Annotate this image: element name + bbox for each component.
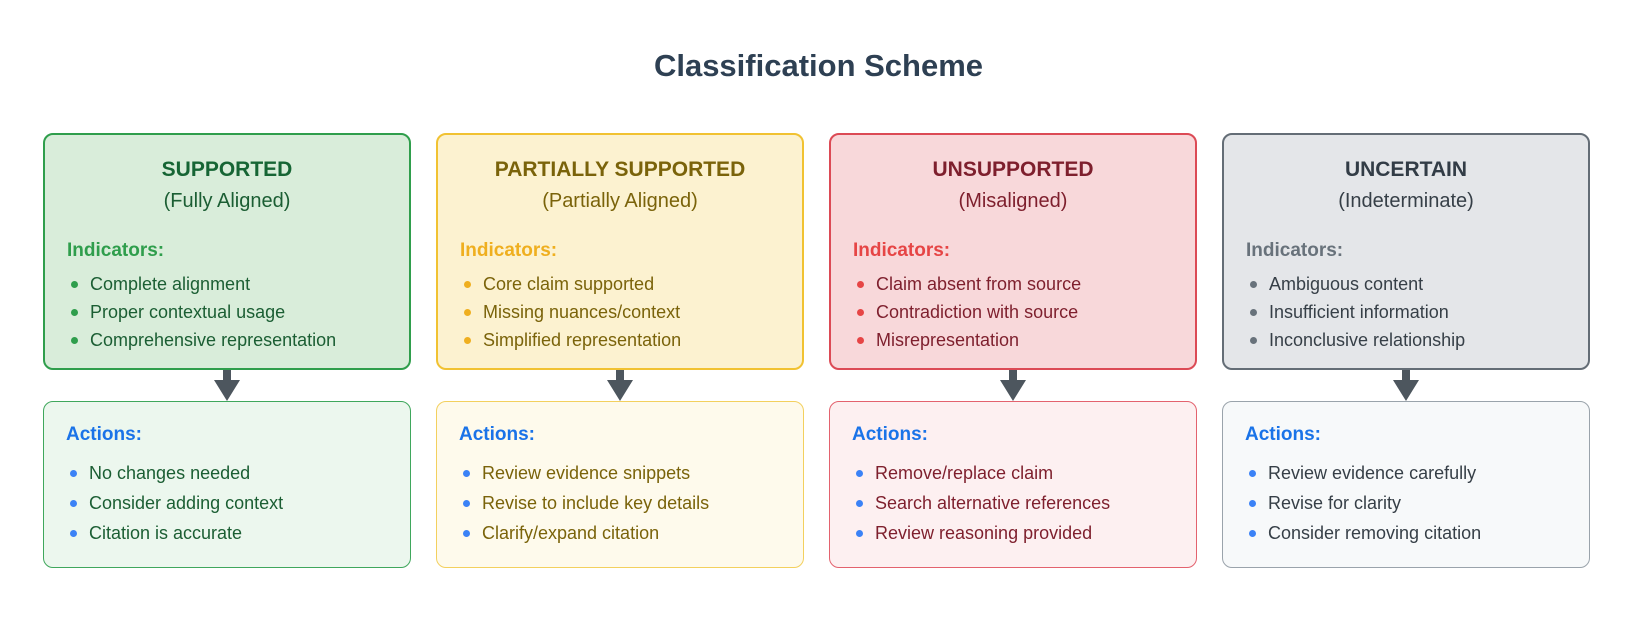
action-item: Citation is accurate	[62, 518, 392, 548]
actions-label: Actions:	[459, 424, 535, 445]
indicator-item: Insufficient information	[1242, 298, 1570, 326]
indicators-label: Indicators:	[1246, 240, 1344, 261]
category-subtitle: (Fully Aligned)	[163, 190, 291, 212]
indicator-card: UNSUPPORTED (Misaligned) Indicators: Cla…	[829, 133, 1197, 370]
action-item: Review evidence carefully	[1241, 458, 1571, 488]
indicator-item: Complete alignment	[63, 270, 391, 298]
down-arrow-icon	[1222, 370, 1590, 401]
category-title: PARTIALLY SUPPORTED	[494, 158, 746, 181]
indicator-item: Comprehensive representation	[63, 326, 391, 354]
action-item: No changes needed	[62, 458, 392, 488]
down-arrow-icon	[436, 370, 804, 401]
category-subtitle: (Misaligned)	[958, 190, 1068, 212]
actions-label: Actions:	[852, 424, 928, 445]
actions-label: Actions:	[1245, 424, 1321, 445]
actions-label: Actions:	[66, 424, 142, 445]
down-arrow-icon	[829, 370, 1197, 401]
action-item: Consider adding context	[62, 488, 392, 518]
category-title: SUPPORTED	[161, 158, 293, 181]
action-item: Review evidence snippets	[455, 458, 785, 488]
indicator-card: PARTIALLY SUPPORTED (Partially Aligned) …	[436, 133, 804, 370]
category-subtitle: (Indeterminate)	[1338, 190, 1474, 212]
indicator-item: Claim absent from source	[849, 270, 1177, 298]
action-item: Search alternative references	[848, 488, 1178, 518]
action-item: Clarify/expand citation	[455, 518, 785, 548]
down-arrow-icon	[43, 370, 411, 401]
classification-column-supported: SUPPORTED (Fully Aligned) Indicators: Co…	[43, 133, 411, 568]
classification-column-partially-supported: PARTIALLY SUPPORTED (Partially Aligned) …	[436, 133, 804, 568]
action-item: Remove/replace claim	[848, 458, 1178, 488]
indicator-item: Ambiguous content	[1242, 270, 1570, 298]
indicators-label: Indicators:	[853, 240, 951, 261]
classification-grid: SUPPORTED (Fully Aligned) Indicators: Co…	[43, 133, 1590, 568]
indicator-item: Proper contextual usage	[63, 298, 391, 326]
action-item: Revise to include key details	[455, 488, 785, 518]
classification-column-uncertain: UNCERTAIN (Indeterminate) Indicators: Am…	[1222, 133, 1590, 568]
category-title: UNSUPPORTED	[932, 158, 1094, 181]
page-title: Classification Scheme	[653, 48, 984, 83]
action-item: Revise for clarity	[1241, 488, 1571, 518]
indicator-item: Inconclusive relationship	[1242, 326, 1570, 354]
category-title: UNCERTAIN	[1344, 158, 1468, 181]
indicators-label: Indicators:	[67, 240, 165, 261]
category-subtitle: (Partially Aligned)	[542, 190, 698, 212]
action-item: Consider removing citation	[1241, 518, 1571, 548]
indicator-item: Contradiction with source	[849, 298, 1177, 326]
action-item: Review reasoning provided	[848, 518, 1178, 548]
indicator-item: Core claim supported	[456, 270, 784, 298]
indicator-item: Simplified representation	[456, 326, 784, 354]
indicator-card: UNCERTAIN (Indeterminate) Indicators: Am…	[1222, 133, 1590, 370]
indicator-item: Missing nuances/context	[456, 298, 784, 326]
indicator-item: Misrepresentation	[849, 326, 1177, 354]
indicators-label: Indicators:	[460, 240, 558, 261]
classification-column-unsupported: UNSUPPORTED (Misaligned) Indicators: Cla…	[829, 133, 1197, 568]
indicator-card: SUPPORTED (Fully Aligned) Indicators: Co…	[43, 133, 411, 370]
